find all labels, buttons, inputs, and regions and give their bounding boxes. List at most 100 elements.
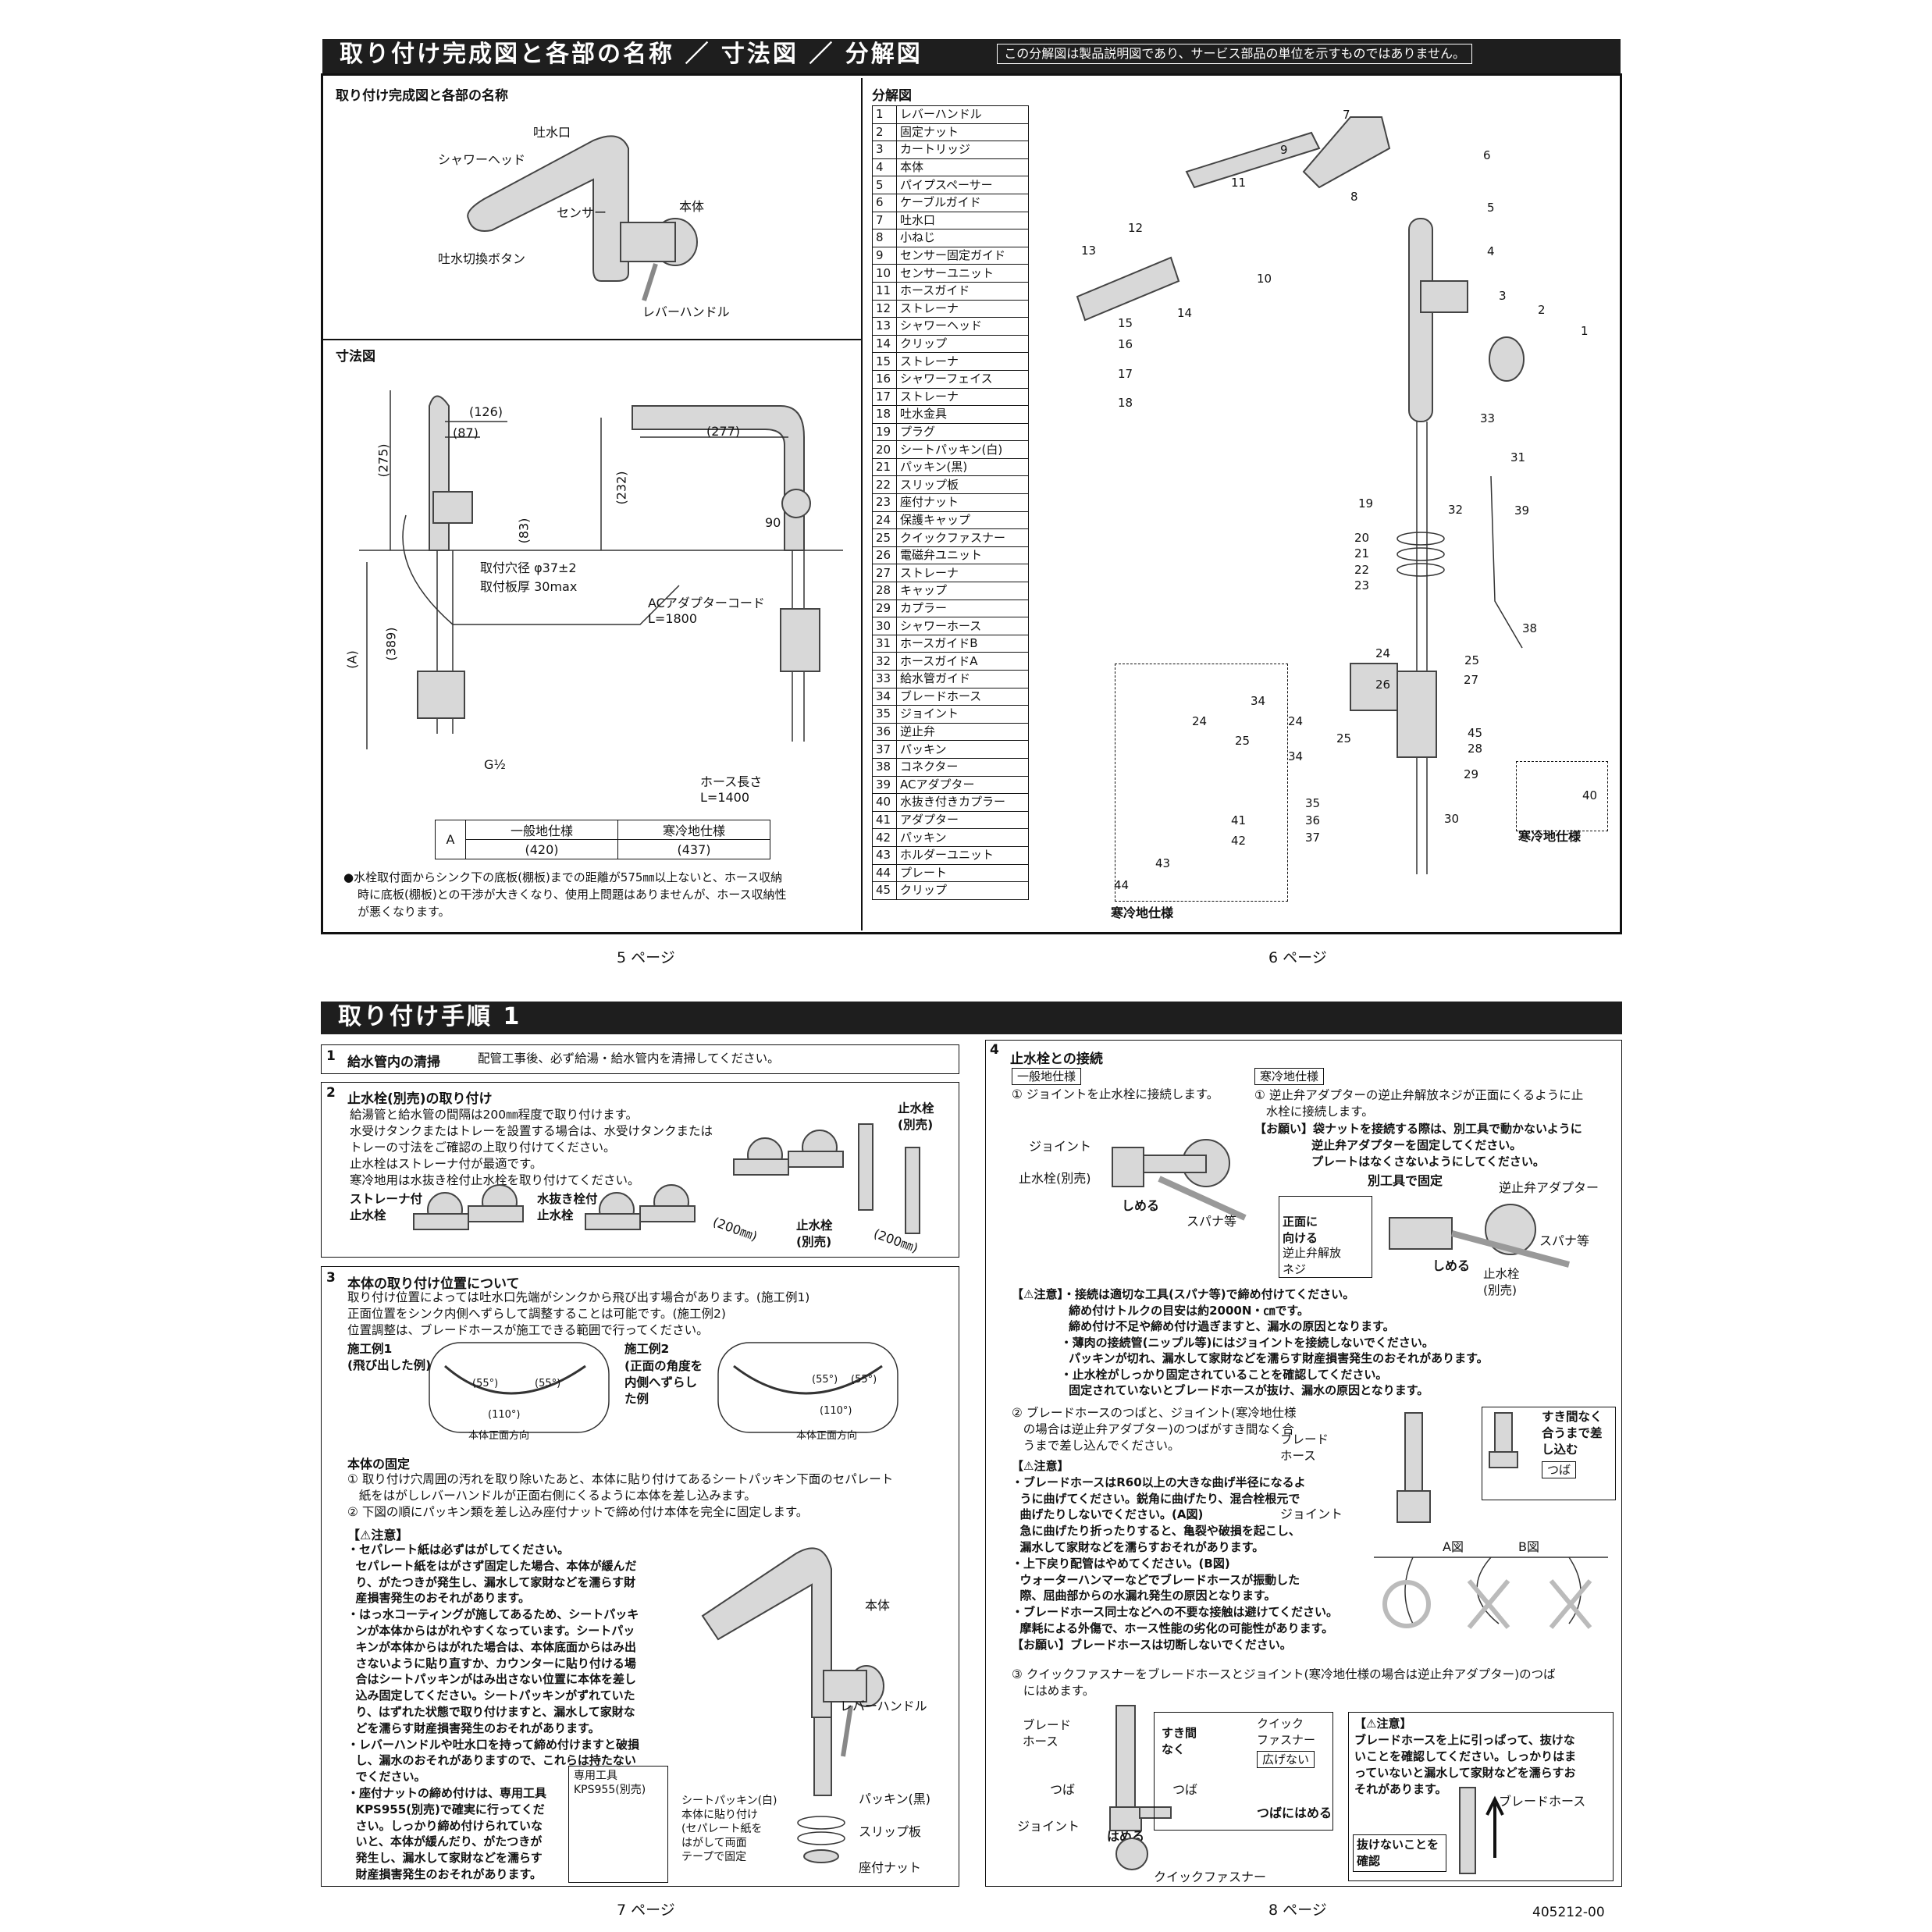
- spec-val-general: (420): [465, 839, 618, 859]
- check-adapter-label: 逆止弁アダプター: [1499, 1180, 1599, 1195]
- part-name: ブレードホース: [896, 687, 1029, 706]
- general-joint-drawing: [1112, 1139, 1247, 1221]
- part-name: レバーハンドル: [896, 105, 1029, 124]
- label-shower-head: シャワーヘッド: [438, 152, 526, 167]
- cold-label-2: 寒冷地仕様: [1518, 829, 1582, 844]
- check-pull-box: [1353, 1834, 1446, 1872]
- part-callout-21: 21: [1354, 546, 1370, 560]
- dim-hole: 取付穴径 φ37±2: [480, 560, 577, 575]
- step3-title: 本体の取り付け位置について: [347, 1276, 520, 1292]
- dimension-drawing: [359, 390, 843, 749]
- page-8: 8 ページ: [1268, 1902, 1327, 1919]
- part-name: 水抜き付きカプラー: [896, 793, 1029, 812]
- exploded-heading: 分解図: [872, 88, 912, 104]
- dim-plate: 取付板厚 30max: [480, 579, 578, 594]
- step1-text: 配管工事後、必ず給湯・給水管内を清掃してください。: [478, 1051, 780, 1066]
- step2-text: 給湯管と給水管の間隔は200㎜程度で取り付けます。 水受けタンクまたはトレーを設…: [350, 1108, 713, 1187]
- tsuba-hameru-label: つばにはめる: [1257, 1806, 1332, 1820]
- step4-2: ② ブレードホースのつばと、ジョイント(寒冷地仕様 の場合は逆止弁アダプター)の…: [1012, 1406, 1297, 1453]
- top-title-note: この分解図は製品説明図であり、サービス部品の単位を示すものではありません。: [997, 44, 1472, 64]
- part-name: 固定ナット: [896, 123, 1029, 142]
- part-name: アダプター: [896, 810, 1029, 830]
- part-name: 逆止弁: [896, 722, 1029, 742]
- cold-region-box: [1115, 664, 1288, 902]
- bottom-title-band: 取り付け手順 1: [321, 1002, 1622, 1034]
- general-tag: 一般地仕様: [1012, 1068, 1082, 1085]
- dim-ac-cord: ACアダプターコード: [648, 596, 765, 610]
- spec-row-label: A: [435, 820, 466, 859]
- part-number: 17: [872, 387, 897, 407]
- part-number: 34: [872, 687, 897, 706]
- top-title-band: 取り付け完成図と各部の名称 ／ 寸法図 ／ 分解図 この分解図は製品説明図であり…: [322, 39, 1621, 75]
- part-number: 43: [872, 845, 897, 865]
- caution4-box: [1348, 1712, 1614, 1881]
- angle-110-b: (110°): [820, 1405, 852, 1417]
- tsuba3-label: つば: [1172, 1782, 1198, 1797]
- label-switch-button: 吐水切換ボタン: [438, 251, 526, 266]
- angle-diagrams: [429, 1342, 898, 1433]
- part-number: 41: [872, 810, 897, 830]
- part-name: 小ねじ: [896, 229, 1029, 247]
- angle-55-b: (55°): [535, 1378, 561, 1389]
- no-spread-tag: 広げない: [1257, 1751, 1315, 1768]
- front-dir-a: 本体正面方向: [468, 1430, 530, 1442]
- pull-check-drawing: [1459, 1787, 1504, 1874]
- part-number: 3: [872, 141, 897, 159]
- example2-note: (正面の角度を 内側へずらし た例: [624, 1359, 703, 1406]
- step1-title: 給水管内の清掃: [347, 1055, 440, 1070]
- dim-87: (87): [453, 425, 479, 440]
- tsuba-tag: つば: [1542, 1461, 1577, 1478]
- part-callout-38: 38: [1522, 621, 1538, 635]
- tighten2-label: しめる: [1432, 1258, 1471, 1273]
- release-screw-label: 逆止弁解放 ネジ: [1283, 1246, 1342, 1276]
- step3-text: 取り付け位置によっては吐水口先端がシンクから飛び出す場合があります。(施工例1)…: [347, 1290, 810, 1337]
- part-name: センサー固定ガイド: [896, 246, 1029, 265]
- part-name: カートリッジ: [896, 141, 1029, 159]
- faucet-install-drawing: [701, 1547, 884, 1863]
- step4-box: [985, 1040, 1622, 1887]
- part-name: ストレーナ: [896, 387, 1029, 407]
- caution-title: 【⚠注意】: [347, 1528, 409, 1542]
- part-callout-10: 10: [1257, 272, 1272, 286]
- dim-275: (275): [375, 443, 391, 478]
- seat-packing-label: シートパッキン(白) 本体に貼り付け (セパレート紙を はがして両面 テープで固…: [681, 1795, 777, 1863]
- tighten-label: しめる: [1122, 1198, 1160, 1213]
- label-lever: レバーハンドル: [642, 304, 730, 319]
- part-number: 39: [872, 775, 897, 795]
- front-face-label: 正面に 向ける: [1283, 1215, 1318, 1245]
- dim-hose-label: ホース長さ: [700, 774, 763, 789]
- top-frame: [321, 73, 1622, 934]
- part-callout-24: 24: [1375, 646, 1391, 660]
- step1-num: 1: [326, 1048, 336, 1064]
- step2-title: 止水栓(別売)の取り付け: [347, 1091, 493, 1107]
- part-name: 保護キャップ: [896, 511, 1029, 530]
- part-number: 32: [872, 652, 897, 671]
- nut-label: 座付ナット: [859, 1860, 922, 1875]
- part-number: 33: [872, 670, 897, 688]
- top-title: 取り付け完成図と各部の名称 ／ 寸法図 ／ 分解図: [340, 41, 923, 68]
- part-name: 座付ナット: [896, 493, 1029, 512]
- step4-num: 4: [990, 1042, 999, 1058]
- part-name: ストレーナ: [896, 564, 1029, 583]
- joint-label: ジョイント: [1029, 1139, 1092, 1154]
- part-name: ケーブルガイド: [896, 193, 1029, 212]
